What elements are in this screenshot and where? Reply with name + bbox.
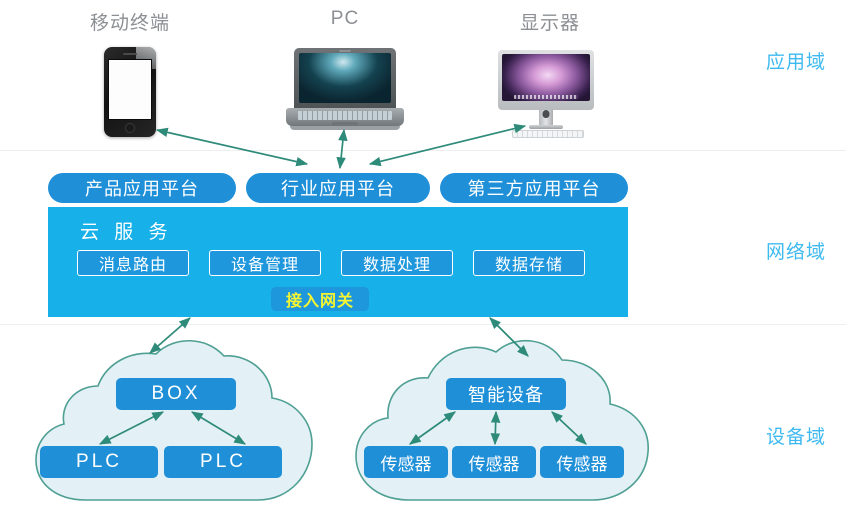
laptop-trackpad-icon [332,122,358,127]
laptop-icon [286,48,404,132]
divider-application-network [0,150,846,151]
arrow-mobile-to-platform [155,127,309,167]
desktop-keyboard-icon [512,130,584,138]
device-cloud-smart-device [344,332,664,504]
service-box-data-processing[interactable]: 数据处理 [341,250,453,276]
service-box-data-storage[interactable]: 数据存储 [473,250,585,276]
device-box-plc-1[interactable]: PLC [40,446,158,478]
caption-pc: PC [330,8,360,29]
laptop-front-edge [290,126,400,130]
device-box-smart-device[interactable]: 智能设备 [446,378,566,410]
arrow-pc-to-platform [336,128,348,170]
monitor-stand-base [529,125,563,129]
device-cloud-box-plc [24,332,324,504]
domain-label-network: 网络域 [766,242,827,263]
monitor-screen [502,54,590,101]
platform-button-product[interactable]: 产品应用平台 [48,173,236,203]
service-box-device-management[interactable]: 设备管理 [209,250,321,276]
service-box-message-routing[interactable]: 消息路由 [77,250,189,276]
device-box-box[interactable]: BOX [116,378,236,410]
phone-speaker-icon [123,53,137,55]
device-box-plc-2[interactable]: PLC [164,446,282,478]
cloud-shape-right [355,339,649,501]
smartphone-icon [104,47,156,137]
monitor-logo-icon [542,110,550,118]
laptop-lid [294,48,396,110]
divider-network-device [0,324,846,325]
platform-button-third-party[interactable]: 第三方应用平台 [440,173,628,203]
device-box-sensor-3[interactable]: 传感器 [540,446,624,478]
cloud-service-panel: 云 服 务 消息路由 设备管理 数据处理 数据存储 接入网关 [48,207,628,317]
cloud-shape-left [35,339,313,501]
desktop-monitor-icon [498,50,594,138]
domain-label-application: 应用域 [766,52,827,73]
device-box-sensor-2[interactable]: 传感器 [452,446,536,478]
phone-home-button-icon [125,123,135,133]
monitor-bezel [498,50,594,110]
laptop-screen [299,53,391,103]
phone-screen [108,59,152,120]
device-box-sensor-1[interactable]: 传感器 [364,446,448,478]
platform-button-industry[interactable]: 行业应用平台 [246,173,430,203]
cloud-service-title: 云 服 务 [80,222,173,243]
caption-monitor: 显示器 [519,13,580,34]
monitor-dock-icon [514,95,578,99]
access-gateway-box[interactable]: 接入网关 [271,287,369,311]
caption-mobile-terminal: 移动终端 [89,13,170,34]
laptop-keyboard-icon [298,111,392,120]
domain-label-device: 设备域 [766,427,827,448]
laptop-webcam-icon [339,50,351,52]
